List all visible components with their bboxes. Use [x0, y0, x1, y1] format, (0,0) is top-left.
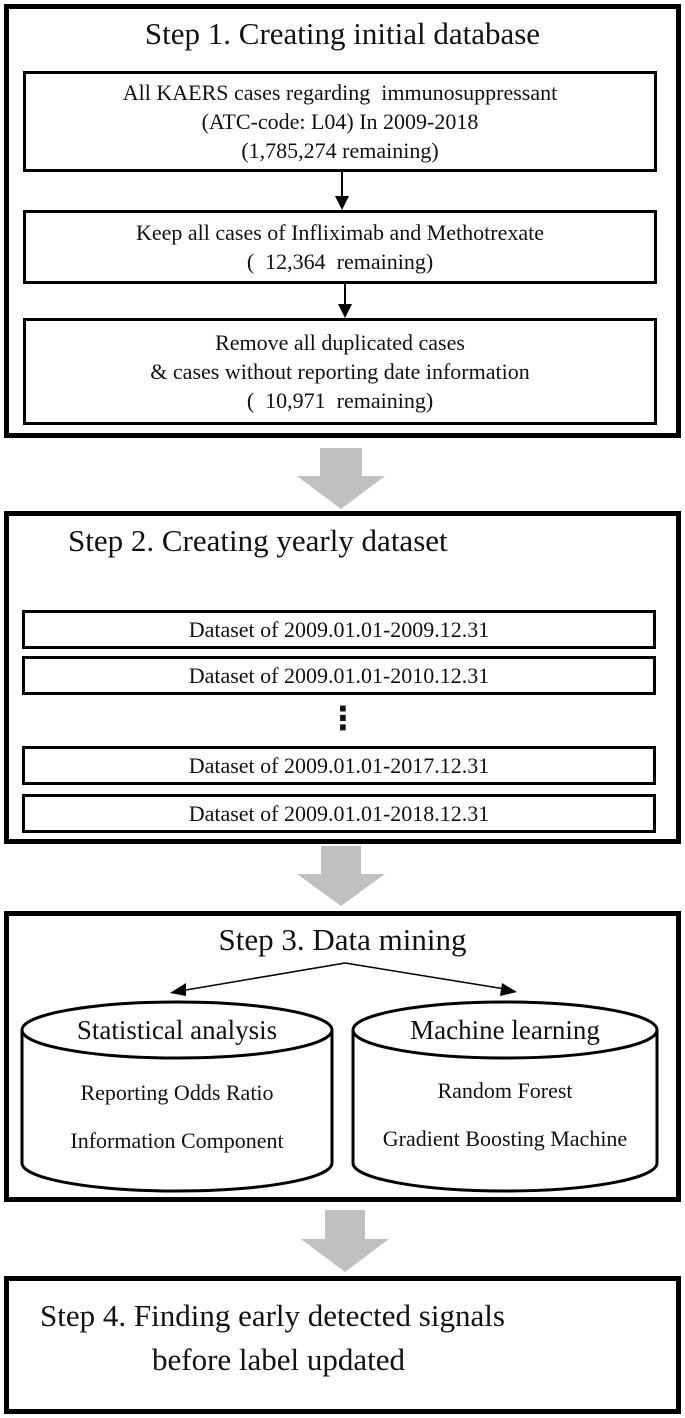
dataset-row: Dataset of 2009.01.01-2010.12.31 [22, 656, 656, 695]
big-arrow-step1-to-step2 [297, 448, 385, 509]
arrow-box1-to-box2 [335, 172, 349, 210]
step1-panel [4, 4, 681, 438]
machine-learning-heading: Machine learning [410, 1015, 600, 1045]
step4-text: Step 4. Finding early detected signals b… [40, 1294, 620, 1382]
big-arrow-step3-to-step4 [301, 1210, 389, 1272]
step1-box1-line2: (ATC-code: L04) In 2009-2018 [201, 109, 479, 134]
step1-box-all-cases: All KAERS cases regarding immunosuppress… [23, 71, 657, 172]
machine-learning-cylinder [351, 1000, 659, 1193]
step1-box3-line1: Remove all duplicated cases [215, 330, 465, 355]
method-gradient-boosting-machine: Gradient Boosting Machine [382, 1126, 628, 1151]
dataset-row: Dataset of 2009.01.01-2017.12.31 [22, 746, 656, 785]
step2-title: Step 2. Creating yearly dataset [68, 523, 448, 558]
big-arrow-step2-to-step3 [297, 846, 385, 906]
step1-box-remove-duplicates: Remove all duplicated cases & cases with… [23, 318, 657, 425]
step4-line2: before label updated [152, 1342, 406, 1377]
step4-panel [4, 1276, 681, 1414]
ellipsis-vertical: ⋮ [327, 699, 359, 737]
method-reporting-odds-ratio: Reporting Odds Ratio [80, 1080, 274, 1105]
method-information-component: Information Component [70, 1128, 284, 1153]
step2-panel [4, 511, 681, 844]
arrow-to-machine-learning [344, 962, 517, 996]
step1-box-keep-cases: Keep all cases of Infliximab and Methotr… [23, 210, 657, 284]
method-random-forest: Random Forest [437, 1078, 573, 1103]
step4-line1: Step 4. Finding early detected signals [40, 1298, 505, 1333]
arrow-box2-to-box3 [338, 284, 352, 318]
step3-title: Step 3. Data mining [218, 922, 467, 957]
step1-box2-line1: Keep all cases of Infliximab and Methotr… [135, 220, 545, 245]
dataset-row: Dataset of 2009.01.01-2009.12.31 [22, 610, 656, 649]
statistical-analysis-heading: Statistical analysis [76, 1015, 278, 1045]
step1-title: Step 1. Creating initial database [144, 16, 541, 51]
step1-box3-line3: ( 10,971 remaining) [246, 388, 434, 413]
step1-box1-line1: All KAERS cases regarding immunosuppress… [122, 80, 558, 105]
step1-box1-line3: (1,785,274 remaining) [241, 138, 439, 163]
statistical-analysis-cylinder [20, 1000, 334, 1193]
step1-box2-line2: ( 12,364 remaining) [246, 249, 434, 274]
step3-panel [4, 911, 681, 1202]
step1-box3-line2: & cases without reporting date informati… [150, 359, 530, 384]
arrow-to-statistical-analysis [170, 962, 346, 996]
dataset-row: Dataset of 2009.01.01-2018.12.31 [22, 794, 656, 833]
